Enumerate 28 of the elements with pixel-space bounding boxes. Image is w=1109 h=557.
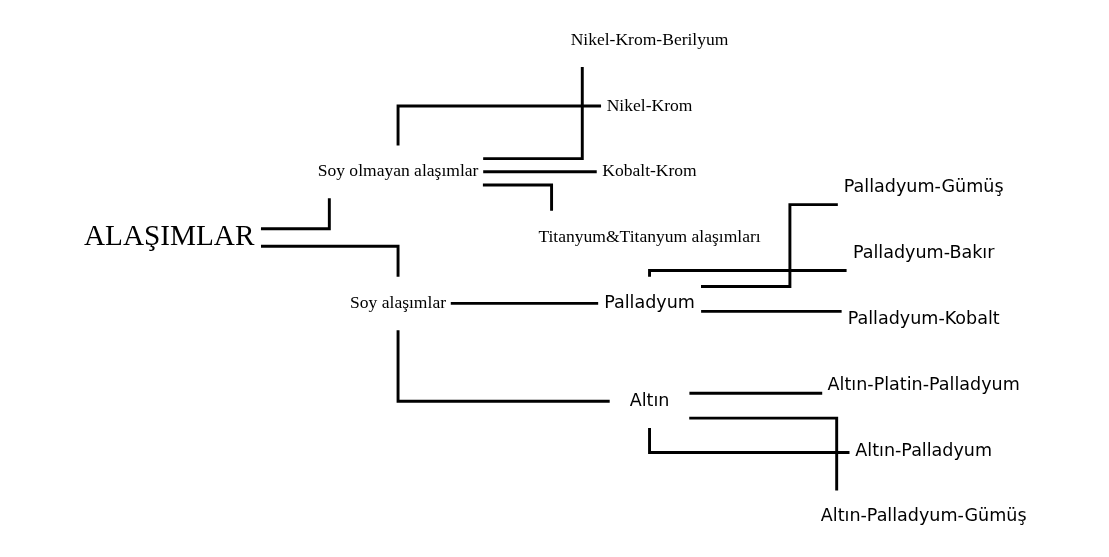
node-text: ALAŞIMLAR bbox=[83, 218, 255, 251]
connector bbox=[648, 428, 850, 454]
node-text: Altın-Palladyum bbox=[855, 439, 993, 460]
node-text: Soy alaşımlar bbox=[350, 291, 447, 312]
node-text: Altın-Palladyum-Gümüş bbox=[820, 505, 1027, 526]
connector bbox=[483, 67, 584, 161]
node-text: Kobalt-Krom bbox=[602, 160, 697, 181]
connector bbox=[396, 330, 610, 403]
connector bbox=[482, 183, 554, 211]
connector bbox=[689, 416, 839, 491]
node-text: Nikel-Krom bbox=[606, 94, 693, 115]
node-text: Palladyum-Bakır bbox=[852, 242, 995, 263]
node-text: Titanyum&Titanyum alaşımları bbox=[538, 226, 761, 247]
node-text: Palladyum-Gümüş bbox=[843, 176, 1004, 197]
connector bbox=[450, 301, 599, 305]
connector bbox=[689, 391, 823, 395]
connector bbox=[701, 203, 838, 288]
node-text: Altın bbox=[629, 389, 670, 410]
connector bbox=[260, 198, 331, 231]
node-text: Palladyum-Kobalt bbox=[847, 307, 1000, 328]
connector bbox=[261, 244, 400, 277]
connector bbox=[701, 309, 842, 313]
node-text: Nikel-Krom-Berilyum bbox=[570, 28, 729, 49]
connector bbox=[483, 170, 597, 174]
node-text: Soy olmayan alaşımlar bbox=[317, 160, 479, 181]
connector bbox=[396, 104, 602, 146]
node-text: Palladyum bbox=[604, 291, 695, 312]
node-text: Altın-Platin-Palladyum bbox=[827, 373, 1020, 394]
